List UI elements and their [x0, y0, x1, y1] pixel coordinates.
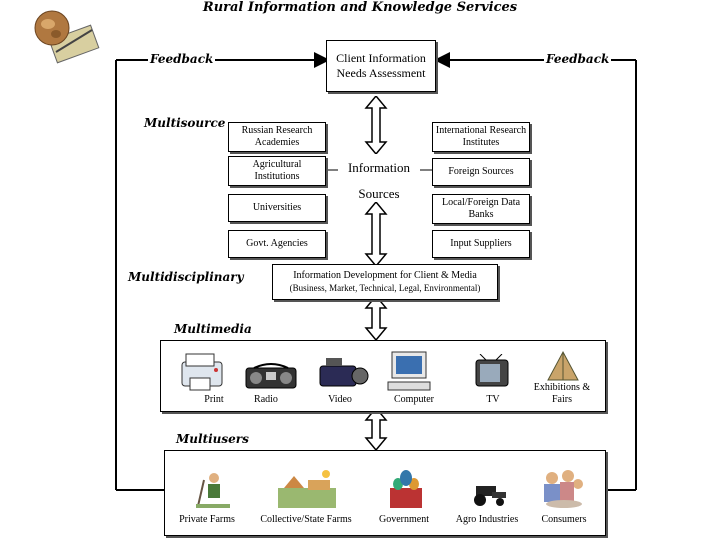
computer-icon [387, 351, 431, 391]
media-label-print: Print [204, 394, 224, 405]
multiusers-box [164, 450, 606, 536]
info-development-subtitle: (Business, Market, Technical, Legal, Env… [289, 283, 481, 293]
source-label: Universities [252, 202, 302, 213]
multidisciplinary-label: Multidisciplinary [128, 270, 244, 284]
tv-icon [475, 354, 509, 387]
source-box-russian: Russian Research Academies [228, 122, 326, 152]
media-label-video: Video [328, 394, 352, 405]
media-label-radio: Radio [254, 394, 278, 405]
source-box-govt: Govt. Agencies [228, 230, 326, 258]
source-label: International Research Institutes [435, 125, 527, 148]
multimedia-label: Multimedia [174, 322, 252, 336]
double-arrow-4 [364, 408, 388, 450]
source-label: Russian Research Academies [241, 125, 313, 148]
user-label-government: Government [379, 514, 429, 525]
user-label-agro: Agro Industries [455, 514, 519, 525]
source-label: Agricultural Institutions [252, 159, 302, 182]
radio-icon [245, 363, 297, 389]
video-camera-icon [319, 358, 369, 387]
double-arrow-2 [364, 202, 388, 266]
collective-farm-icon [278, 470, 336, 508]
media-label-tv: TV [486, 394, 500, 405]
double-arrow-1 [364, 96, 388, 154]
multiusers-label: Multiusers [176, 432, 249, 446]
source-label: Local/Foreign Data Banks [441, 197, 521, 220]
tractor-icon [474, 486, 506, 506]
source-label: Govt. Agencies [246, 238, 308, 249]
exhibition-tent-icon [547, 350, 579, 381]
client-needs-box: Client Information Needs Assessment [326, 40, 436, 92]
print-icon [181, 353, 223, 391]
info-sources-line1: Information [338, 160, 420, 176]
media-label-computer: Computer [394, 394, 434, 405]
government-building-icon [390, 470, 422, 508]
multimedia-box [160, 340, 606, 412]
private-farm-icon [196, 473, 230, 508]
multisource-label: Multisource [144, 116, 226, 130]
page-title: Rural Information and Knowledge Services [202, 0, 518, 15]
source-label: Foreign Sources [448, 166, 514, 177]
source-box-input: Input Suppliers [432, 230, 530, 258]
info-sources-line2: Sources [358, 186, 400, 201]
source-box-universities: Universities [228, 194, 326, 222]
globe-logo-icon [34, 10, 100, 64]
source-box-foreign: Foreign Sources [432, 158, 530, 186]
info-development-title: Information Development for Client & Med… [293, 270, 477, 281]
feedback-right-label: Feedback [544, 52, 612, 66]
info-development-box: Information Development for Client & Med… [272, 264, 498, 300]
media-label-exhibitions: Exhibitions & Fairs [533, 382, 591, 405]
source-box-databanks: Local/Foreign Data Banks [432, 194, 530, 224]
source-label: Input Suppliers [450, 238, 512, 249]
client-needs-label: Client Information Needs Assessment [336, 51, 426, 80]
user-label-consumers: Consumers [541, 514, 587, 525]
consumers-icon [544, 470, 583, 508]
source-box-agricultural: Agricultural Institutions [228, 156, 326, 186]
feedback-left-label: Feedback [148, 52, 216, 66]
user-label-private: Private Farms [179, 514, 235, 525]
double-arrow-3 [364, 296, 388, 340]
user-label-collective: Collective/State Farms [260, 514, 352, 525]
source-box-international: International Research Institutes [432, 122, 530, 152]
